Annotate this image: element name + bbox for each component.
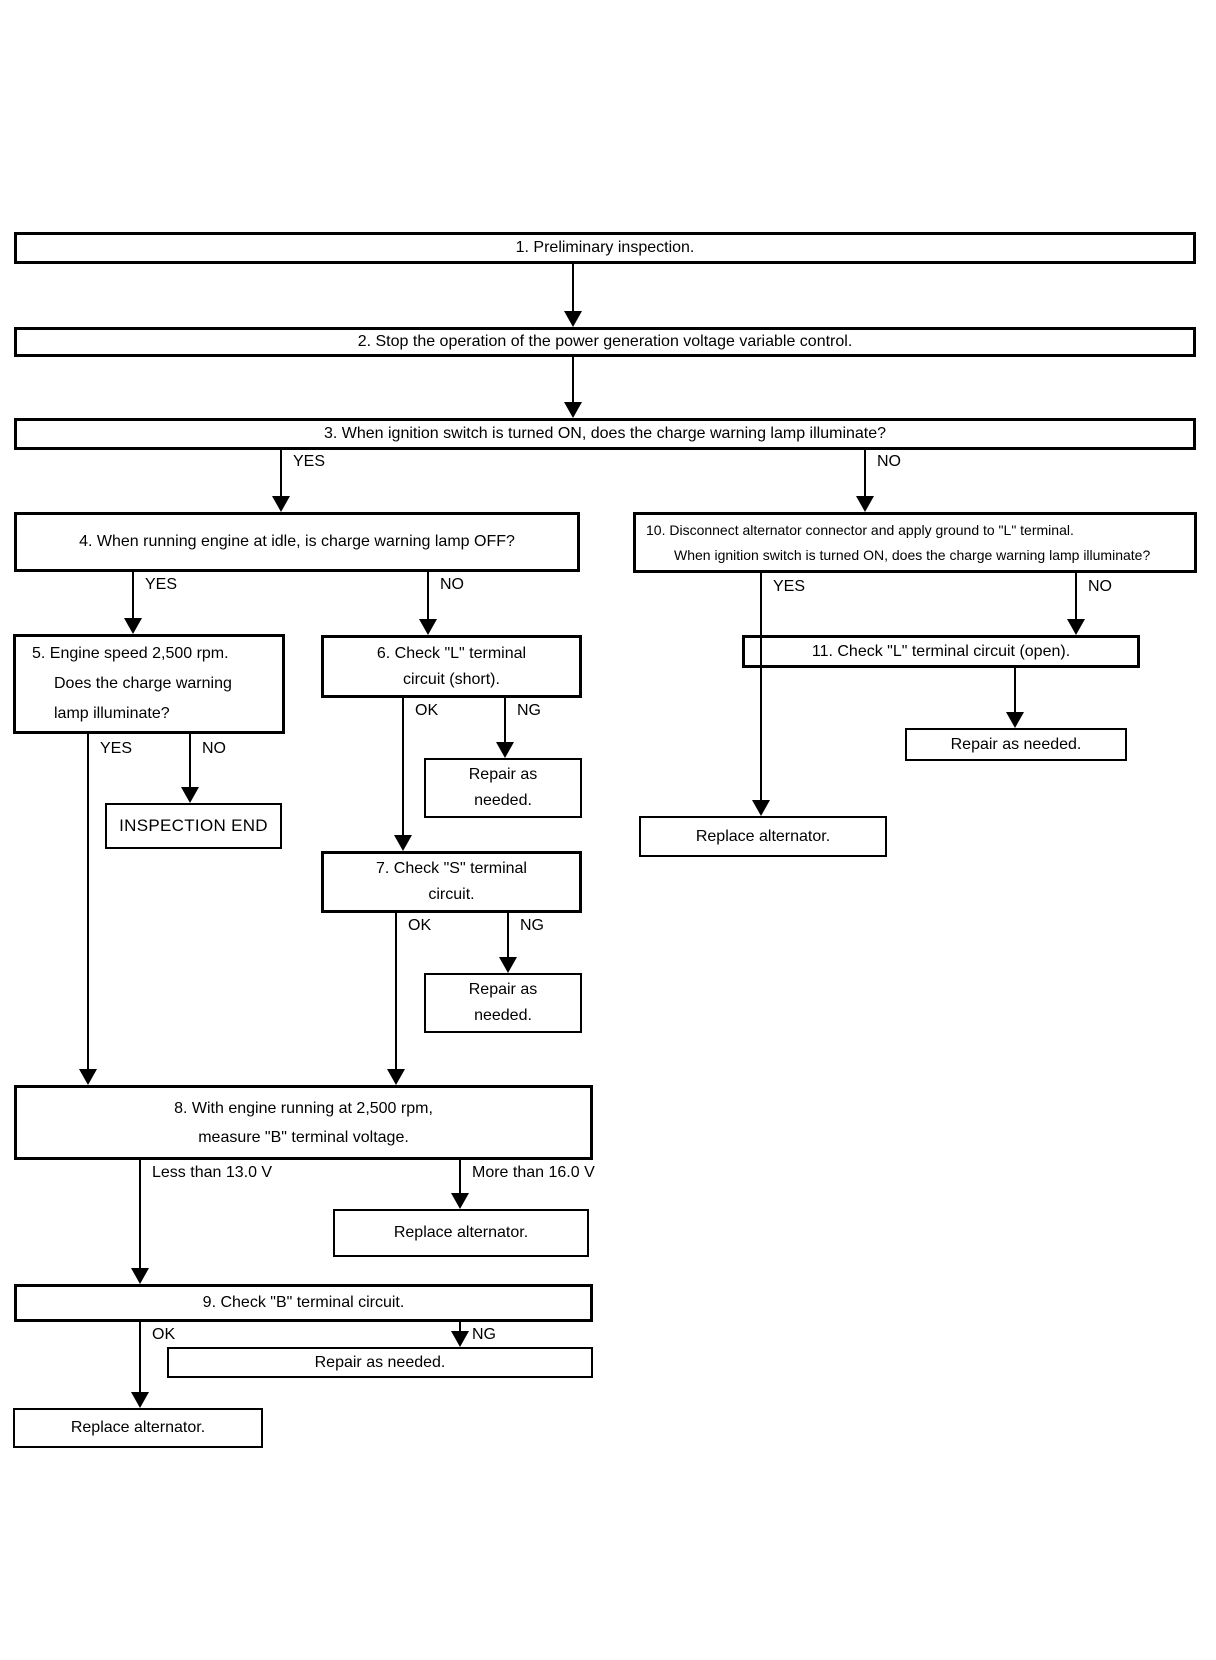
step-10-line2: When ignition switch is turned ON, does … [674, 546, 1151, 563]
replace-alternator-9-box: Replace alternator. [13, 1408, 263, 1448]
label-6-ng: NG [517, 702, 541, 719]
arrowhead-into-step-3 [564, 402, 582, 418]
step-4-box: 4. When running engine at idle, is charg… [14, 512, 580, 572]
label-8-more: More than 16.0 V [472, 1164, 595, 1181]
arrowhead-into-repair-9 [451, 1331, 469, 1347]
connector-8-more [459, 1160, 461, 1193]
arrowhead-into-replace-10 [752, 800, 770, 816]
connector-5-yes [87, 734, 89, 1069]
repair-after-11-box: Repair as needed. [905, 728, 1127, 761]
connector-2-3 [572, 357, 574, 402]
arrowhead-into-repair-11 [1006, 712, 1024, 728]
step-7-line2: circuit. [428, 886, 475, 903]
connector-9-ng [459, 1322, 461, 1331]
arrowhead-into-step-2 [564, 311, 582, 327]
repair-after-6-box: Repair as needed. [424, 758, 582, 818]
connector-7-ng [507, 913, 509, 957]
connector-5-no [189, 734, 191, 787]
label-8-less: Less than 13.0 V [152, 1164, 273, 1181]
connector-8-less [139, 1160, 141, 1268]
step-7-line1: 7. Check "S" terminal [376, 860, 527, 877]
connector-11-repair [1014, 668, 1016, 712]
arrowhead-into-step-5 [124, 618, 142, 634]
step-1-box: 1. Preliminary inspection. [14, 232, 1196, 264]
connector-6-ok [402, 698, 404, 835]
label-10-no: NO [1088, 578, 1112, 595]
arrowhead-into-step-7 [394, 835, 412, 851]
label-7-ng: NG [520, 917, 544, 934]
step-7-box: 7. Check "S" terminal circuit. [321, 851, 582, 913]
step-5-line2: Does the charge warning [54, 675, 232, 692]
step-5-line1: 5. Engine speed 2,500 rpm. [32, 645, 229, 662]
arrowhead-into-step-9 [131, 1268, 149, 1284]
arrowhead-into-repair-7 [499, 957, 517, 973]
repair-after-7-line1: Repair as [468, 981, 538, 998]
arrowhead-into-replace-9 [131, 1392, 149, 1408]
step-8-line2: measure "B" terminal voltage. [198, 1128, 409, 1146]
step-6-box: 6. Check "L" terminal circuit (short). [321, 635, 582, 698]
connector-10-yes [760, 573, 762, 800]
step-3-box: 3. When ignition switch is turned ON, do… [14, 418, 1196, 450]
connector-1-2 [572, 264, 574, 311]
step-10-line1: 10. Disconnect alternator connector and … [646, 521, 1074, 538]
step-5-box: 5. Engine speed 2,500 rpm. Does the char… [13, 634, 285, 734]
repair-after-6-line2: needed. [474, 792, 532, 809]
arrowhead-into-inspection-end [181, 787, 199, 803]
repair-after-9-box: Repair as needed. [167, 1347, 593, 1378]
label-9-ok: OK [152, 1326, 176, 1343]
step-5-line3: lamp illuminate? [54, 705, 170, 722]
repair-after-6-line1: Repair as [468, 766, 538, 783]
connector-9-ok [139, 1322, 141, 1392]
step-10-box: 10. Disconnect alternator connector and … [633, 512, 1197, 573]
replace-alternator-8-box: Replace alternator. [333, 1209, 589, 1257]
step-9-box: 9. Check "B" terminal circuit. [14, 1284, 593, 1322]
label-3-no: NO [877, 453, 901, 470]
label-7-ok: OK [408, 917, 432, 934]
step-6-line2: circuit (short). [403, 670, 500, 688]
arrowhead-into-step-8-right [387, 1069, 405, 1085]
label-9-ng: NG [472, 1326, 496, 1343]
arrowhead-into-step-4 [272, 496, 290, 512]
connector-4-yes [132, 572, 134, 618]
arrowhead-into-step-11 [1067, 619, 1085, 635]
replace-alternator-10-box: Replace alternator. [639, 816, 887, 857]
arrowhead-into-step-8-left [79, 1069, 97, 1085]
step-8-box: 8. With engine running at 2,500 rpm, mea… [14, 1085, 593, 1160]
connector-10-no [1075, 573, 1077, 619]
step-8-line1: 8. With engine running at 2,500 rpm, [174, 1099, 433, 1117]
step-2-box: 2. Stop the operation of the power gener… [14, 327, 1196, 357]
connector-3-yes [280, 450, 282, 496]
connector-4-no [427, 572, 429, 619]
arrowhead-into-step-6 [419, 619, 437, 635]
repair-after-7-line2: needed. [474, 1007, 532, 1024]
label-10-yes: YES [773, 578, 806, 595]
label-3-yes: YES [293, 453, 326, 470]
label-5-yes: YES [100, 740, 133, 757]
label-6-ok: OK [415, 702, 439, 719]
arrowhead-into-replace-8 [451, 1193, 469, 1209]
connector-7-ok [395, 913, 397, 1069]
label-5-no: NO [202, 740, 226, 757]
step-11-box: 11. Check "L" terminal circuit (open). [742, 635, 1140, 668]
step-6-line1: 6. Check "L" terminal [376, 644, 527, 662]
label-4-no: NO [440, 576, 464, 593]
repair-after-7-box: Repair as needed. [424, 973, 582, 1033]
connector-6-ng [504, 698, 506, 742]
arrowhead-into-step-10 [856, 496, 874, 512]
connector-3-no [864, 450, 866, 496]
inspection-end-box: INSPECTION END [105, 803, 282, 849]
arrowhead-into-repair-6 [496, 742, 514, 758]
label-4-yes: YES [145, 576, 178, 593]
